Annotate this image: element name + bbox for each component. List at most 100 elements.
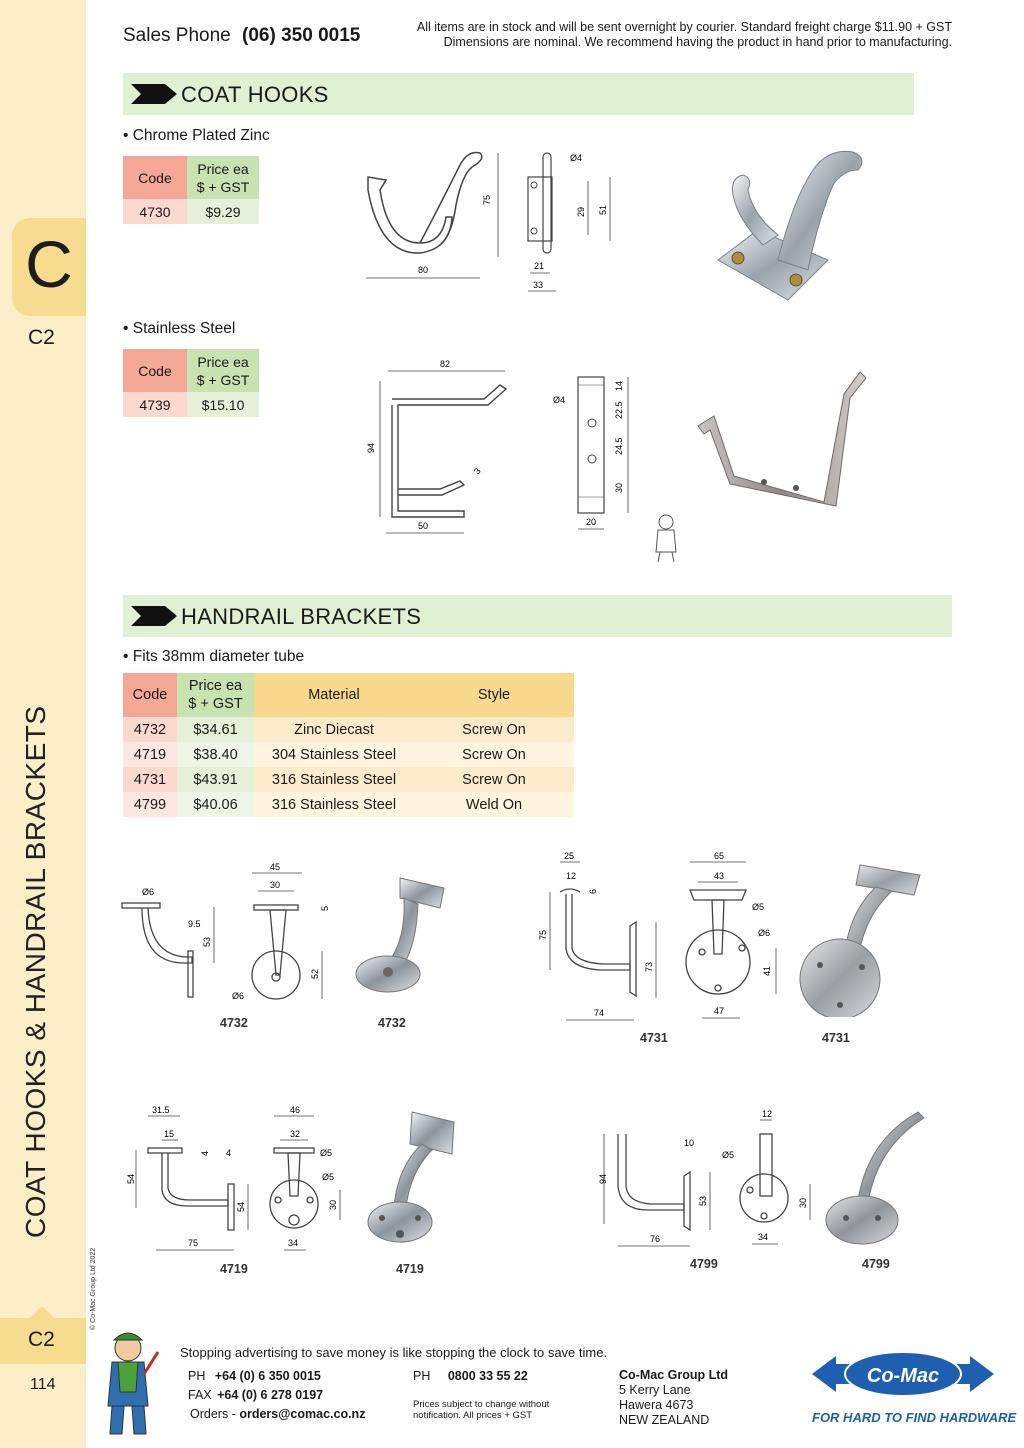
price-header-line2: $ + GST xyxy=(196,178,250,195)
dim: Ø5 xyxy=(722,1150,734,1160)
footer-price-note: Prices subject to change without notific… xyxy=(413,1399,549,1421)
dim: 75 xyxy=(188,1238,198,1248)
dim: 73 xyxy=(644,962,654,972)
phone-label: PH xyxy=(188,1369,206,1383)
freephone-number: 0800 33 55 22 xyxy=(447,1369,528,1383)
dim-height: 75 xyxy=(482,195,492,205)
figure-label: 4799 xyxy=(862,1257,890,1271)
dim: 52 xyxy=(310,969,320,979)
table-cell-price: $15.10 xyxy=(187,392,259,417)
orders-email[interactable]: orders@comac.co.nz xyxy=(239,1407,366,1421)
bracket-4731-photo xyxy=(799,864,921,1017)
price-header-line1: Price ea xyxy=(197,353,249,370)
table-cell-material: Zinc Diecast xyxy=(254,717,414,742)
section-letter: C xyxy=(25,227,73,301)
logo-text: Co-Mac xyxy=(867,1365,939,1387)
section-tab-bottom xyxy=(0,1306,86,1364)
notice-line-1: All items are in stock and will be sent … xyxy=(416,20,952,34)
dim-hole: Ø4 xyxy=(570,153,582,163)
dim: 76 xyxy=(650,1234,660,1244)
price-header-line2: $ + GST xyxy=(188,696,243,712)
dim: Ø5 xyxy=(322,1172,334,1182)
sales-phone: Sales Phone (06) 350 0015 xyxy=(123,25,360,47)
dim: 10 xyxy=(684,1138,694,1148)
chrome-bullet: • Chrome Plated Zinc xyxy=(123,127,270,144)
logo-tagline: FOR HARD TO FIND HARDWARE xyxy=(812,1410,1017,1425)
table-header-code: Code xyxy=(123,156,187,199)
table-cell-price: $9.29 xyxy=(187,199,259,224)
table-cell-code: 4719 xyxy=(123,742,177,767)
dim: 43 xyxy=(714,871,724,881)
handrail-section-bar: HANDRAIL BRACKETS xyxy=(123,595,952,637)
footer-freephone: PH 0800 33 55 22 xyxy=(413,1369,528,1383)
dim: 34 xyxy=(288,1238,298,1248)
chrome-hook-drawing: 75 80 Ø4 29 51 21 33 xyxy=(366,151,611,292)
price-header-line1: Price ea xyxy=(188,678,243,694)
table-cell-style: Screw On xyxy=(414,767,574,792)
comac-logo: Co-Mac xyxy=(812,1351,994,1397)
table-header-price: Price ea $ + GST xyxy=(177,673,254,717)
table-header-price: Price ea $ + GST xyxy=(187,349,259,392)
section-code-top: C2 xyxy=(28,326,55,349)
dim: Ø5 xyxy=(320,1148,332,1158)
dim: 6 xyxy=(588,889,598,894)
dim: 94 xyxy=(598,1174,608,1184)
table-cell-material: 316 Stainless Steel xyxy=(254,792,414,817)
fax-label: FAX xyxy=(188,1388,212,1402)
figure-label: 4719 xyxy=(396,1262,424,1276)
vertical-page-title: COAT HOOKS & HANDRAIL BRACKETS xyxy=(20,705,51,1238)
dim: 4 xyxy=(226,1148,231,1158)
footer-phone: PH +64 (0) 6 350 0015 xyxy=(188,1369,321,1383)
sales-phone-label: Sales Phone xyxy=(123,25,231,46)
stainless-hook-photo xyxy=(697,371,867,507)
dim: 12 xyxy=(762,1109,772,1119)
bracket-4732-photo xyxy=(355,877,445,993)
dim: 45 xyxy=(270,862,280,872)
bracket-4719-photo xyxy=(367,1111,455,1243)
section-tab: C xyxy=(12,218,86,316)
table-row: 4731 $43.91 316 Stainless Steel Screw On xyxy=(123,767,574,792)
handrail-bullet: • Fits 38mm diameter tube xyxy=(123,648,305,665)
dim: 54 xyxy=(126,1174,136,1184)
figure-label: 4731 xyxy=(822,1031,850,1045)
dim: 46 xyxy=(290,1105,300,1115)
dim: 54 xyxy=(236,1202,246,1212)
dim: 15 xyxy=(164,1129,174,1139)
dim: 53 xyxy=(202,937,212,947)
figure-label: 4719 xyxy=(220,1262,248,1276)
bracket-4799-photo xyxy=(825,1111,925,1245)
fax-number: +64 (0) 6 278 0197 xyxy=(217,1388,324,1402)
dim: 53 xyxy=(698,1196,708,1206)
note-line-1: Prices subject to change without xyxy=(413,1399,550,1410)
table-header-style: Style xyxy=(414,673,574,717)
price-header-line1: Price ea xyxy=(197,160,249,177)
dim: Ø6 xyxy=(142,887,154,897)
table-row: 4799 $40.06 316 Stainless Steel Weld On xyxy=(123,792,574,817)
table-cell-price: $38.40 xyxy=(177,742,254,767)
bracket-4731-drawing: 25 12 6 75 73 74 65 43 Ø5 Ø6 41 47 xyxy=(538,851,777,1021)
dim: 4 xyxy=(200,1151,210,1156)
dim: 34 xyxy=(758,1232,768,1242)
dim-e: 30 xyxy=(614,483,624,493)
dim-thickness: 3 xyxy=(472,466,483,476)
table-cell-code: 4739 xyxy=(123,392,187,417)
dim-e: 33 xyxy=(533,280,543,290)
table-cell-price: $40.06 xyxy=(177,792,254,817)
table-cell-code: 4731 xyxy=(123,767,177,792)
dim-top: 82 xyxy=(440,359,450,369)
dim-b: 22.5 xyxy=(614,401,624,419)
chrome-hook-photo xyxy=(717,150,863,301)
dim-a: 29 xyxy=(576,207,586,217)
footer-slogan: Stopping advertising to save money is li… xyxy=(180,1345,608,1360)
dim: Ø6 xyxy=(232,991,244,1001)
mascot-small-icon xyxy=(655,514,677,563)
section-code-bottom: C2 xyxy=(28,1328,55,1351)
dim: 30 xyxy=(798,1198,808,1208)
table-cell-price: $34.61 xyxy=(177,717,254,742)
handrail-title: HANDRAIL BRACKETS xyxy=(181,604,422,629)
address-line: 5 Kerry Lane xyxy=(619,1383,691,1397)
table-row: 4719 $38.40 304 Stainless Steel Screw On xyxy=(123,742,574,767)
stainless-hook-drawing: 82 94 3 50 Ø4 14 22.5 24.5 30 20 xyxy=(366,359,629,534)
dim-hole: Ø4 xyxy=(553,395,565,405)
bracket-4799-drawing: 10 94 53 76 12 Ø5 30 34 xyxy=(598,1109,811,1247)
